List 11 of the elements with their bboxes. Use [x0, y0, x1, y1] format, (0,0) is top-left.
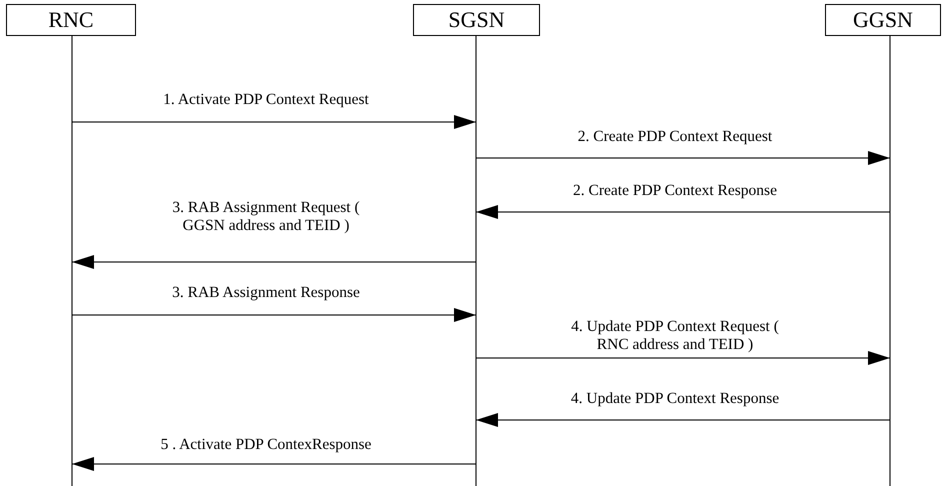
message-arrow [72, 255, 476, 269]
participant-box: GGSN [825, 4, 941, 36]
participant-box: SGSN [413, 4, 540, 36]
message-arrow [476, 205, 890, 219]
message-arrow [476, 351, 890, 365]
message-arrow [476, 151, 890, 165]
participant-box: RNC [6, 4, 136, 36]
message-arrow [476, 413, 890, 427]
message-arrow [72, 115, 476, 129]
message-arrow [72, 308, 476, 322]
message-arrow [72, 457, 476, 471]
